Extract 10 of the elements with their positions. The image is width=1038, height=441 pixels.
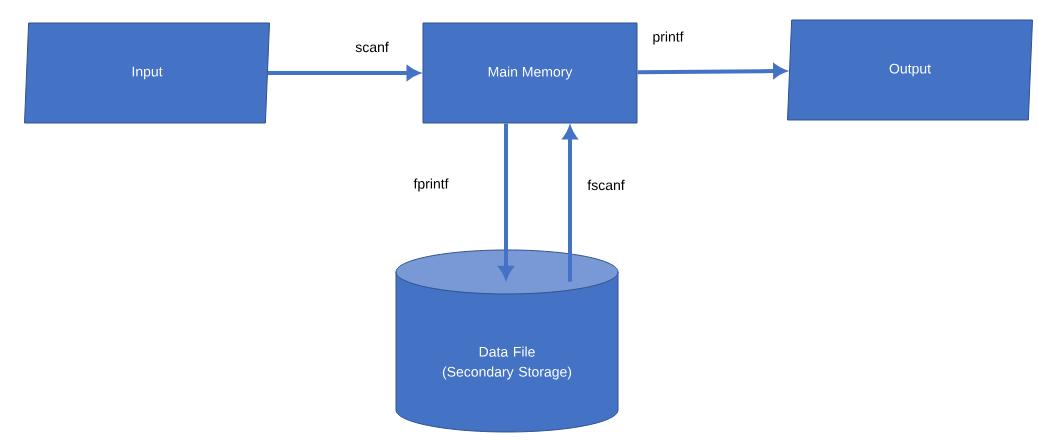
edge-label: fprintf: [412, 177, 450, 193]
arrow: [562, 126, 578, 282]
data-parallelogram: Output: [787, 19, 1033, 121]
arrow: [637, 64, 787, 79]
arrow: [498, 123, 514, 279]
data-parallelogram: Input: [24, 22, 270, 124]
edge-label: printf: [651, 30, 685, 46]
process-box: Main Memory: [422, 22, 638, 124]
arrow: [267, 65, 420, 81]
storage-cylinder: Data File (Secondary Storage): [395, 249, 619, 433]
